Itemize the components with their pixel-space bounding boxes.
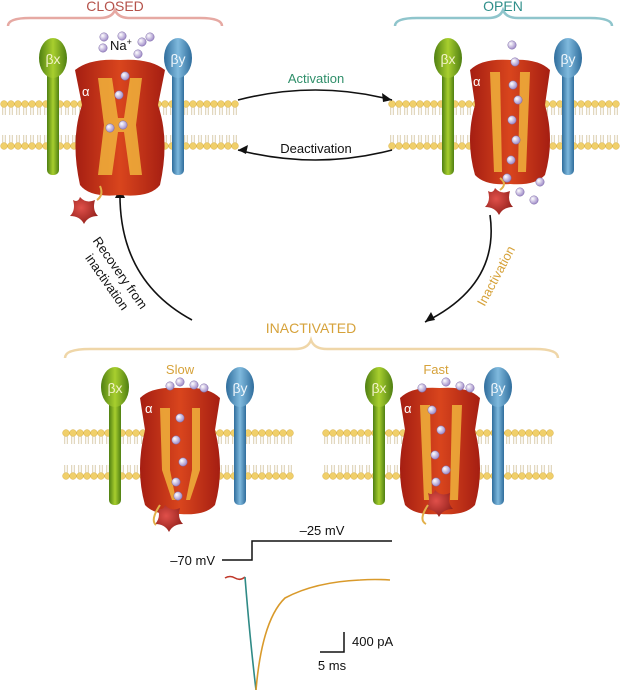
inactivation-label: Inactivation — [474, 243, 518, 308]
trace-activation — [244, 576, 257, 690]
inactivated-label: INACTIVATED — [266, 320, 357, 336]
sodium-ions-slow — [165, 377, 209, 501]
svg-text:α: α — [82, 84, 90, 99]
sodium-ions-closed — [98, 31, 155, 133]
recovery-arrow — [119, 189, 193, 321]
channel-inactivated-slow: βx βy α Slow — [101, 362, 254, 532]
deactivation-arrow — [237, 149, 393, 161]
svg-text:βx: βx — [440, 51, 455, 67]
holding-voltage-label: –70 mV — [170, 553, 215, 568]
channel-inactivated-fast: βx βy α Fast — [365, 362, 512, 525]
beta-y-subunit: βy — [226, 367, 254, 505]
scale-bar: 400 pA 5 ms — [318, 632, 394, 673]
activation-label: Activation — [288, 71, 344, 86]
beta-x-subunit: βx — [434, 38, 462, 175]
svg-text:βy: βy — [490, 380, 505, 396]
trace-baseline — [224, 575, 246, 581]
sodium-label: Na+ — [110, 37, 132, 53]
inactivation-arrowhead — [425, 312, 435, 322]
inactivation-gate-tether — [421, 504, 429, 525]
inactivation-arrow — [424, 214, 492, 323]
open-label: OPEN — [483, 0, 523, 14]
deactivation-arrowhead — [238, 145, 248, 154]
beta-y-subunit: βy — [484, 367, 512, 505]
svg-text:βx: βx — [45, 51, 60, 67]
beta-x-subunit: βx — [39, 38, 67, 175]
sodium-ions-open — [502, 40, 545, 205]
svg-text:βy: βy — [170, 51, 185, 67]
open-bracket — [393, 6, 614, 27]
svg-text:βx: βx — [371, 380, 386, 396]
inactivation-gate-tether — [499, 177, 505, 191]
beta-y-subunit: βy — [554, 38, 582, 175]
slow-label: Slow — [166, 362, 195, 377]
inactivation-gate-ball — [485, 188, 513, 215]
closed-bracket — [6, 6, 224, 27]
fast-label: Fast — [423, 362, 449, 377]
svg-text:βy: βy — [560, 51, 575, 67]
sodium-ions-fast — [417, 377, 475, 487]
inactivation-gate-ball — [70, 197, 98, 224]
scale-time-label: 5 ms — [318, 658, 347, 673]
svg-text:α: α — [145, 401, 153, 416]
svg-text:βx: βx — [107, 380, 122, 396]
svg-text:α: α — [473, 74, 481, 89]
beta-x-subunit: βx — [101, 367, 129, 505]
inactivation-gate-ball — [155, 505, 183, 532]
alpha-subunit: α — [140, 387, 220, 515]
svg-text:βy: βy — [232, 380, 247, 396]
channel-open: βx βy α — [434, 38, 582, 215]
inactivated-bracket — [63, 336, 560, 359]
voltage-protocol: –70 mV –25 mV — [170, 523, 392, 568]
inactivation-gate-tether — [152, 504, 161, 526]
channel-closed: βx βy α Na+ — [39, 31, 192, 224]
inactivation-gate-tether — [96, 185, 103, 201]
trace-inactivation — [255, 578, 391, 690]
closed-label: CLOSED — [86, 0, 144, 14]
activation-arrowhead — [382, 93, 392, 102]
step-voltage-label: –25 mV — [300, 523, 345, 538]
activation-arrow — [237, 89, 393, 101]
voltage-step-line — [222, 540, 392, 561]
current-trace — [224, 575, 391, 690]
recovery-label: Recovery from inactivation — [82, 234, 150, 313]
svg-text:α: α — [404, 401, 412, 416]
beta-y-subunit: βy — [164, 38, 192, 175]
scale-current-label: 400 pA — [352, 634, 394, 649]
alpha-subunit: α — [400, 387, 480, 515]
beta-x-subunit: βx — [365, 367, 393, 505]
inactivation-gate-ball — [425, 490, 453, 517]
deactivation-label: Deactivation — [280, 141, 352, 156]
